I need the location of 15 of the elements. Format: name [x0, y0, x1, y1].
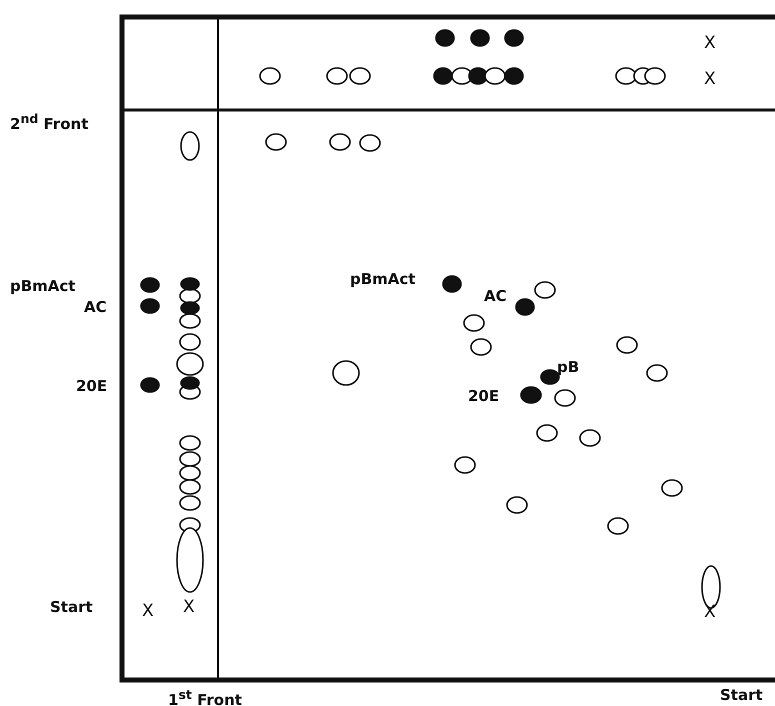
start-label: Start	[720, 686, 763, 704]
compound-label: AC	[84, 298, 107, 316]
origin-mark: X	[183, 598, 195, 616]
spot-label: pBmAct	[350, 270, 416, 288]
spot-label: pB	[557, 358, 580, 376]
compound-label: 20E	[76, 377, 108, 395]
compound-label: pBmAct	[10, 277, 76, 295]
start-label: Start	[50, 598, 93, 616]
sample-mark: X	[704, 34, 716, 52]
spot-label: AC	[484, 287, 507, 305]
sample-mark: X	[704, 70, 716, 88]
front-label: 2$^{nd}$ Front	[10, 110, 88, 133]
spot-label: 20E	[468, 387, 500, 405]
origin-mark: X	[142, 602, 154, 620]
front-label: 1$^{st}$ Front	[168, 686, 242, 706]
